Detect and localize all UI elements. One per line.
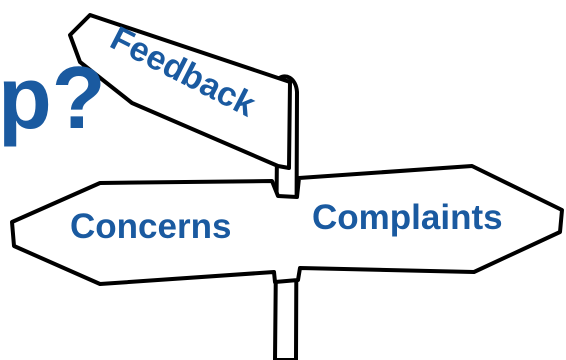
sign-label-complaints: Complaints <box>312 198 503 237</box>
sign-label-concerns: Concerns <box>70 207 231 246</box>
partial-question-text: p? <box>0 48 106 147</box>
arrow-board-feedback <box>68 13 292 170</box>
arrow-board-horizontal <box>10 164 564 286</box>
